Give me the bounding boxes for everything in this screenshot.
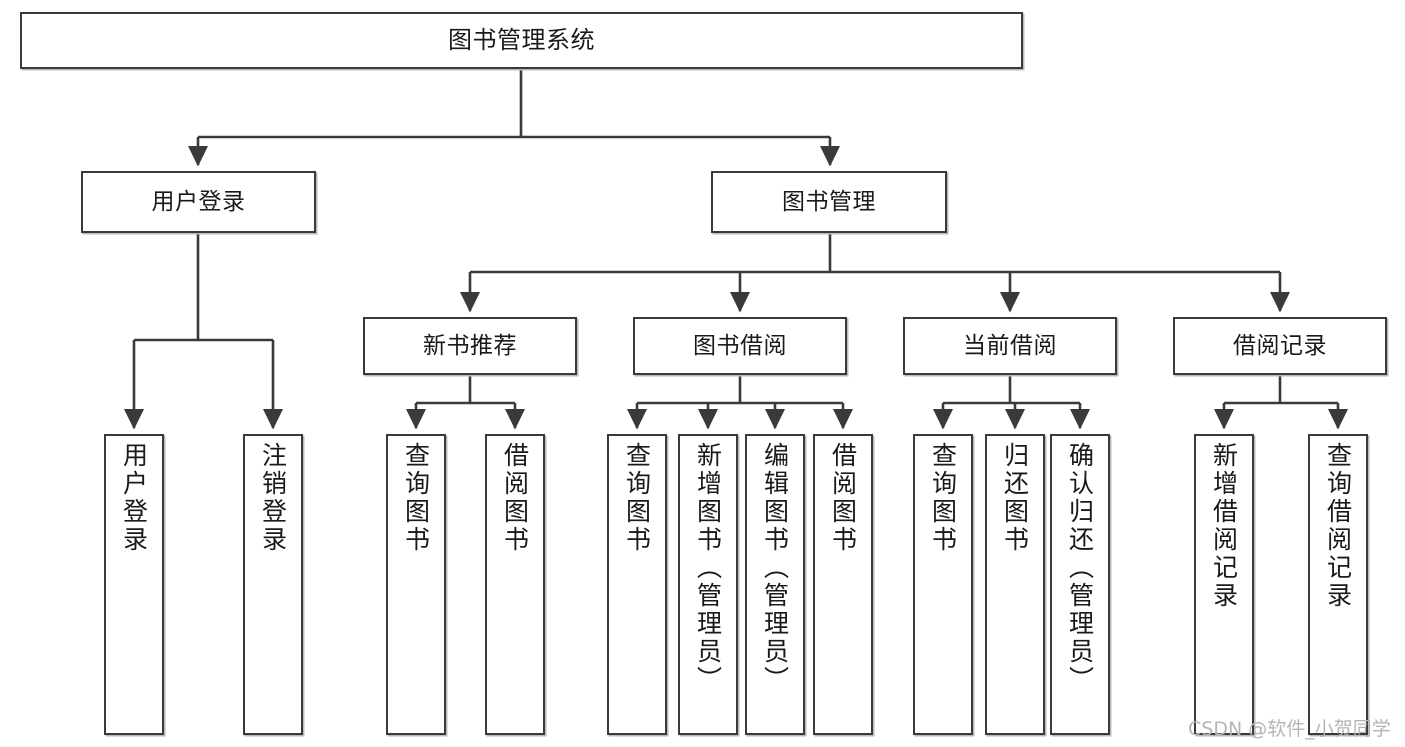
leaf-borrow-book[interactable]: 借阅图书 xyxy=(813,434,873,735)
node-root[interactable]: 图书管理系统 xyxy=(20,12,1023,69)
csdn-watermark: CSDN @软件_小贺同学 xyxy=(1188,718,1391,740)
node-label: 用户登录 xyxy=(151,188,246,215)
node-label: 借阅图书 xyxy=(500,442,530,554)
node-current-borrow[interactable]: 当前借阅 xyxy=(903,317,1117,375)
leaf-return-book[interactable]: 归还图书 xyxy=(985,434,1045,735)
node-label: 新增图书（管理员） xyxy=(693,442,723,694)
node-label: 确认归还（管理员） xyxy=(1065,442,1095,694)
node-label: 借阅记录 xyxy=(1233,332,1327,359)
node-book-management[interactable]: 图书管理 xyxy=(711,171,947,233)
node-label: 查询图书 xyxy=(928,442,958,554)
node-label: 查询图书 xyxy=(401,442,431,554)
node-label: 借阅图书 xyxy=(828,442,858,554)
node-new-book-recommend[interactable]: 新书推荐 xyxy=(363,317,577,375)
node-book-borrow[interactable]: 图书借阅 xyxy=(633,317,847,375)
leaf-logout-login[interactable]: 注销登录 xyxy=(243,434,303,735)
node-borrow-record[interactable]: 借阅记录 xyxy=(1173,317,1387,375)
node-label: 归还图书 xyxy=(1000,442,1030,554)
leaf-query-book-current[interactable]: 查询图书 xyxy=(913,434,973,735)
node-label: 编辑图书（管理员） xyxy=(760,442,790,694)
node-label: 查询借阅记录 xyxy=(1323,442,1353,610)
node-label: 当前借阅 xyxy=(963,332,1057,359)
leaf-add-book-admin[interactable]: 新增图书（管理员） xyxy=(678,434,738,735)
leaf-query-borrow-record[interactable]: 查询借阅记录 xyxy=(1308,434,1368,735)
node-label: 图书管理系统 xyxy=(448,25,595,54)
leaf-borrow-book-recommend[interactable]: 借阅图书 xyxy=(485,434,545,735)
node-label: 注销登录 xyxy=(258,442,288,554)
leaf-confirm-return-admin[interactable]: 确认归还（管理员） xyxy=(1050,434,1110,735)
leaf-query-book-borrow[interactable]: 查询图书 xyxy=(607,434,667,735)
leaf-query-book-recommend[interactable]: 查询图书 xyxy=(386,434,446,735)
node-label: 新书推荐 xyxy=(423,332,517,359)
node-user-login[interactable]: 用户登录 xyxy=(81,171,316,233)
leaf-user-login[interactable]: 用户登录 xyxy=(104,434,164,735)
node-label: 图书借阅 xyxy=(693,332,787,359)
leaf-edit-book-admin[interactable]: 编辑图书（管理员） xyxy=(745,434,805,735)
node-label: 新增借阅记录 xyxy=(1209,442,1239,610)
node-label: 查询图书 xyxy=(622,442,652,554)
node-label: 用户登录 xyxy=(119,442,149,554)
node-label: 图书管理 xyxy=(782,188,876,215)
leaf-add-borrow-record[interactable]: 新增借阅记录 xyxy=(1194,434,1254,735)
